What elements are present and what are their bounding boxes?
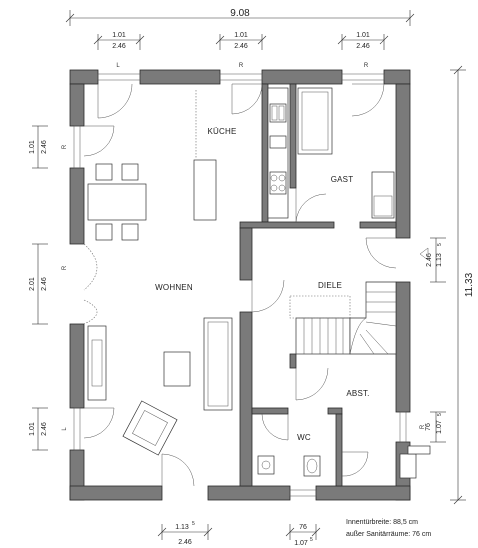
room-label-hall: DIELE <box>318 281 342 290</box>
door-swings <box>83 83 397 487</box>
right-hinge-mark: R <box>420 424 426 429</box>
left-dimensions: 1.01 2.46 R 2.01 2.46 R 1.01 2.46 L <box>29 125 68 451</box>
door-width-note-1: Innentürbreite: 88,5 cm <box>346 519 418 526</box>
right-door-width: 1.13 <box>436 253 443 267</box>
right-door-height: 2.46 <box>426 253 433 267</box>
door-width-note-2: außer Sanitärräume: 76 cm <box>346 531 431 538</box>
right-win-height: 1.07 <box>436 420 443 434</box>
wc-fixtures <box>257 445 431 479</box>
left-hinge-mark-1: R <box>62 144 68 149</box>
left-hinge-mark-3: L <box>62 427 68 431</box>
top-total-dim: 9.08 <box>230 8 250 19</box>
right-win-width: 76 <box>425 423 432 431</box>
right-win-sup: 5 <box>437 413 443 416</box>
living-furniture <box>87 163 233 456</box>
top-win3-height: 2.46 <box>356 43 370 50</box>
top-dimensions: 9.08 1.01 2.46 1.01 2.46 1.01 2.46 L R R <box>65 8 415 69</box>
room-label-living: WOHNEN <box>155 283 193 292</box>
bottom-door-sup: 5 <box>192 521 195 527</box>
top-win2-width: 1.01 <box>234 32 248 39</box>
left-door-width: 2.01 <box>29 277 36 291</box>
top-hinge-mark-1: L <box>116 63 120 69</box>
bottom-door-width: 1.13 <box>175 524 189 531</box>
left-win2-height: 2.46 <box>41 422 48 436</box>
interior-walls <box>239 83 397 487</box>
right-dimensions: 11.33 1.13 5 2.46 76 1.07 5 R <box>420 65 475 505</box>
left-door-height: 2.46 <box>41 277 48 291</box>
left-hinge-mark-2: R <box>62 265 68 270</box>
kitchen-furniture <box>193 87 289 221</box>
left-win1-width: 1.01 <box>29 140 36 154</box>
bottom-win-height: 1.07 <box>294 540 308 547</box>
bottom-win-sup: 5 <box>310 537 313 543</box>
top-win2-height: 2.46 <box>234 43 248 50</box>
top-win1-width: 1.01 <box>112 32 126 39</box>
left-win1-height: 2.46 <box>41 140 48 154</box>
bottom-door-height: 2.46 <box>178 539 192 546</box>
room-label-kitchen: KÜCHE <box>207 127 236 136</box>
top-win3-width: 1.01 <box>356 32 370 39</box>
room-label-wc: WC <box>297 433 311 442</box>
top-hinge-mark-3: R <box>364 63 369 69</box>
room-label-guest: GAST <box>331 175 354 184</box>
right-door-sup: 5 <box>437 243 443 246</box>
room-label-storage: ABST. <box>346 389 369 398</box>
top-win1-height: 2.46 <box>112 43 126 50</box>
bottom-win-width: 76 <box>299 524 307 531</box>
left-win2-width: 1.01 <box>29 422 36 436</box>
top-hinge-mark-2: R <box>239 63 244 69</box>
guest-furniture <box>297 87 395 219</box>
bottom-dimensions: 1.13 5 2.46 76 1.07 5 <box>157 521 321 547</box>
stairs <box>289 247 429 355</box>
right-total-dim: 11.33 <box>464 272 475 297</box>
